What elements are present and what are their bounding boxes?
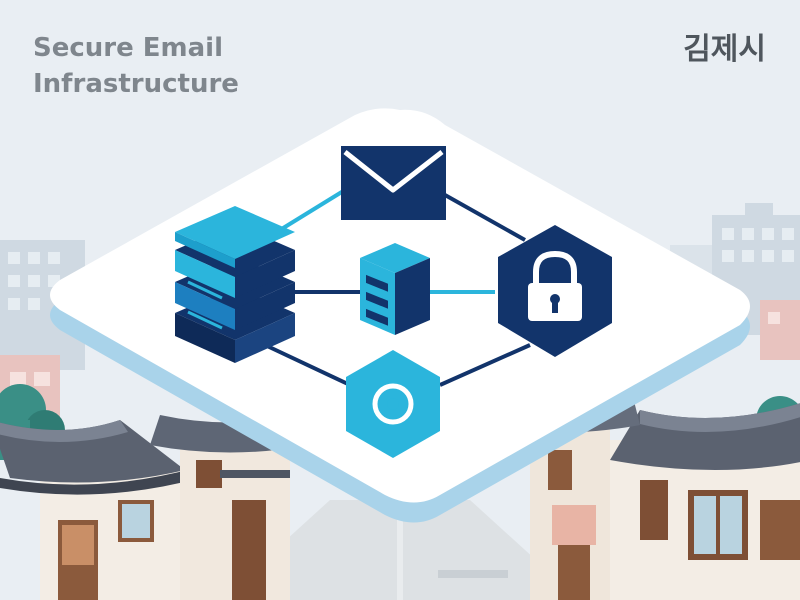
link-email-security xyxy=(444,193,526,242)
server-stack-icon xyxy=(175,206,295,363)
connection-lines xyxy=(264,188,531,387)
ring-icon xyxy=(346,350,440,458)
envelope-icon xyxy=(341,146,446,220)
link-server-email xyxy=(278,188,347,232)
link-ring-security xyxy=(439,343,531,387)
link-server-ring xyxy=(264,343,351,387)
page-title: Secure Email Infrastructure xyxy=(33,30,393,102)
location-label: 김제시 xyxy=(683,32,766,67)
storage-cabinet-icon xyxy=(360,243,430,335)
title-line-1: Secure Email xyxy=(33,33,224,63)
title-line-2: Infrastructure xyxy=(33,69,239,99)
hanok-house-right xyxy=(470,385,800,600)
hanok-house-left xyxy=(0,420,200,600)
padlock-icon xyxy=(498,225,612,357)
